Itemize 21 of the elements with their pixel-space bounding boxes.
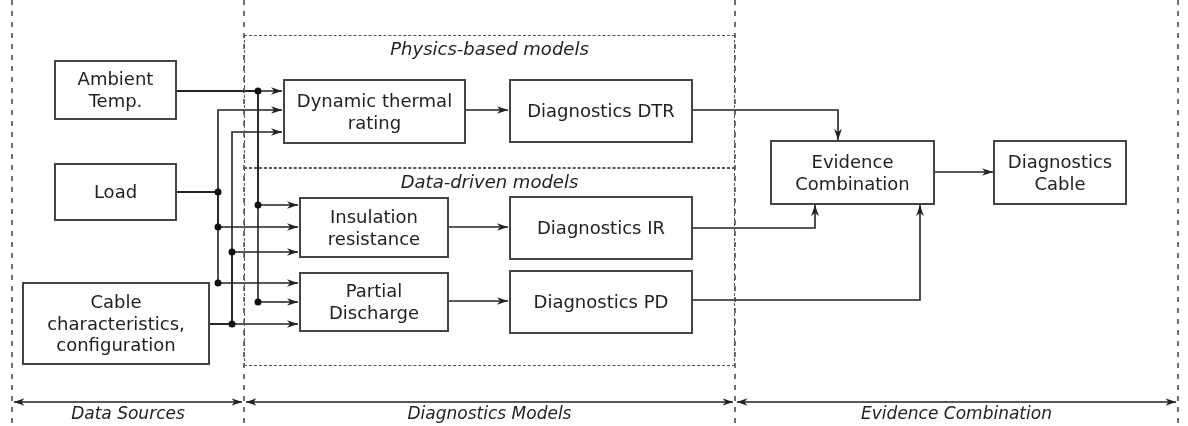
group-heading: Physics-based models	[388, 38, 591, 59]
process-box: Cable characteristics, configuration	[22, 282, 210, 365]
arrow	[934, 168, 994, 176]
dashed-group-region	[244, 168, 735, 366]
section-label: Data Sources	[71, 403, 185, 423]
process-box: Diagnostics Cable	[993, 140, 1127, 205]
arrow	[176, 191, 299, 287]
process-box: Load	[54, 163, 177, 221]
process-box: Evidence Combination	[770, 140, 935, 205]
process-box: Diagnostics DTR	[509, 79, 693, 143]
process-box: Dynamic thermal rating	[283, 79, 466, 144]
arrow	[176, 90, 299, 306]
process-box: Ambient Temp.	[54, 60, 177, 120]
section-label: Diagnostics Models	[407, 403, 572, 423]
process-box: Partial Discharge	[299, 272, 449, 332]
dashed-group-region	[244, 35, 735, 168]
process-box: Diagnostics PD	[509, 270, 693, 334]
process-box: Insulation resistance	[299, 197, 449, 258]
section-label: Evidence Combination	[861, 403, 1052, 423]
arrow	[209, 320, 299, 328]
process-box: Diagnostics IR	[509, 196, 693, 260]
